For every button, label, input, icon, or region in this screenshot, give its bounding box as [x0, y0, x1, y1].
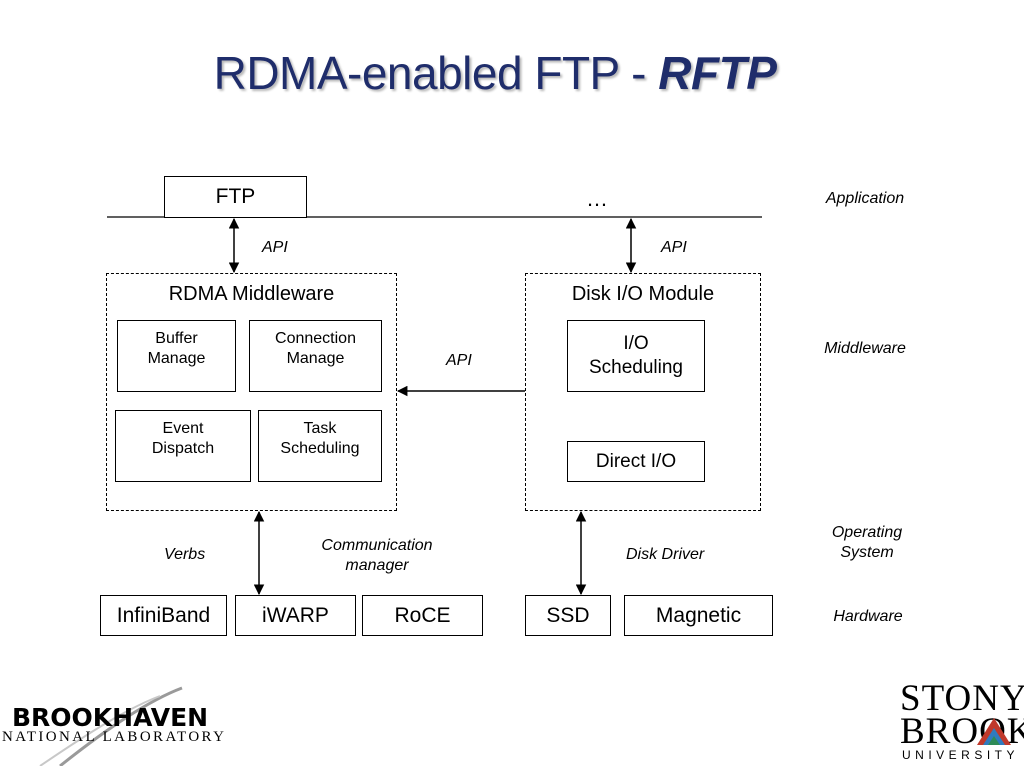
layer-label-application: Application [825, 190, 905, 207]
io-scheduling-box: I/O Scheduling [567, 320, 705, 392]
disk-io-module-title: Disk I/O Module [571, 283, 715, 305]
direct-io-label: Direct I/O [595, 450, 677, 472]
stony-brook-logo: STONY BROOK UNIVERSITY [896, 678, 1024, 768]
stony-brook-emblem-icon [977, 718, 1011, 745]
brookhaven-logo-top: BROOKHAVEN [12, 703, 209, 732]
connection-manage-line2: Manage [286, 350, 345, 367]
task-scheduling-line2: Scheduling [280, 440, 360, 457]
api-label-right: API [661, 239, 687, 256]
disk-driver-label: Disk Driver [626, 546, 705, 563]
application-ellipsis: … [586, 186, 608, 211]
buffer-manage-line1: Buffer [155, 330, 198, 347]
layer-label-os-line1: Operating [831, 524, 903, 541]
brookhaven-logo-bottom: NATIONAL LABORATORY [2, 729, 227, 745]
iwarp-box: iWARP [235, 595, 356, 636]
iwarp-label: iWARP [262, 603, 329, 627]
ssd-label: SSD [546, 603, 590, 627]
io-scheduling-line1: I/O [623, 333, 649, 354]
brookhaven-logo: BROOKHAVEN NATIONAL LABORATORY [0, 686, 240, 766]
infiniband-box: InfiniBand [100, 595, 227, 636]
verbs-label: Verbs [164, 546, 206, 563]
ftp-box: FTP [164, 176, 307, 218]
stony-brook-logo-line3: UNIVERSITY [902, 748, 1020, 762]
roce-label: RoCE [394, 603, 451, 627]
slide-title: RDMA-enabled FTP - RFTP [0, 46, 990, 100]
title-emphasis: RFTP [658, 47, 777, 99]
task-scheduling-line1: Task [303, 420, 337, 437]
communication-manager-line1: Communication [321, 537, 433, 554]
brookhaven-swoosh-icon [39, 686, 183, 766]
title-main: RDMA-enabled FTP - [213, 47, 659, 99]
api-label-left: API [262, 239, 288, 256]
disk-io-module-group: Disk I/O Module [525, 273, 761, 511]
ftp-label: FTP [215, 185, 256, 208]
api-label-middle: API [446, 352, 472, 369]
event-dispatch-line2: Dispatch [151, 440, 215, 457]
magnetic-label: Magnetic [655, 603, 742, 627]
layer-label-middleware: Middleware [824, 340, 906, 357]
magnetic-box: Magnetic [624, 595, 773, 636]
stony-brook-logo-line1: STONY [900, 678, 1024, 719]
communication-manager-label: Communication manager [312, 536, 442, 576]
ssd-box: SSD [525, 595, 611, 636]
io-scheduling-line2: Scheduling [588, 357, 684, 378]
rdma-middleware-group: RDMA Middleware [106, 273, 397, 511]
event-dispatch-line1: Event [162, 420, 204, 437]
layer-label-os-line2: System [840, 544, 894, 561]
connection-manage-line1: Connection [275, 330, 356, 347]
buffer-manage-line2: Manage [147, 350, 206, 367]
layer-label-hardware: Hardware [833, 608, 903, 625]
infiniband-label: InfiniBand [116, 603, 211, 627]
communication-manager-line2: manager [345, 557, 409, 574]
rdma-middleware-title: RDMA Middleware [168, 283, 335, 305]
layer-label-operating-system: Operating System [818, 523, 916, 563]
direct-io-box: Direct I/O [567, 441, 705, 482]
roce-box: RoCE [362, 595, 483, 636]
